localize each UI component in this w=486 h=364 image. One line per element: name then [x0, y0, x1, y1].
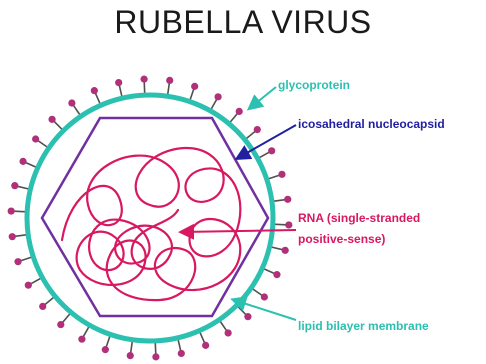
glycoprotein-head [166, 77, 173, 84]
rna-strand [62, 148, 240, 300]
glycoprotein-head [191, 83, 198, 90]
glycoprotein-head [278, 171, 285, 178]
glycoprotein-head [78, 336, 85, 343]
icosahedral-nucleocapsid [42, 118, 268, 316]
lipid-bilayer-membrane [27, 95, 273, 341]
glycoprotein-head [11, 182, 18, 189]
nucleocapsid-label: icosahedral nucleocapsid [298, 117, 445, 131]
glycoprotein-head [285, 221, 292, 228]
glycoprotein-head [236, 108, 243, 115]
glycoprotein-head [8, 207, 15, 214]
glycoprotein-head [32, 135, 39, 142]
membrane-label: lipid bilayer membrane [298, 319, 429, 333]
membrane-pointer [234, 300, 296, 320]
rna-pointer [182, 230, 296, 232]
glycoprotein-pointer [250, 87, 276, 108]
glycoprotein-head [178, 350, 185, 357]
glycoprotein-head [102, 346, 109, 353]
glycoprotein-head [9, 233, 16, 240]
glycoprotein-head [261, 293, 268, 300]
glycoprotein-head [19, 158, 26, 165]
glycoprotein-head [115, 79, 122, 86]
glycoprotein-head [273, 271, 280, 278]
glycoprotein-head [152, 353, 159, 360]
glycoprotein-head [68, 99, 75, 106]
glycoprotein-label: glycoprotein [278, 78, 350, 92]
glycoprotein-head [127, 352, 134, 359]
glycoprotein-head [282, 247, 289, 254]
glycoprotein-head [202, 342, 209, 349]
glycoprotein-head [48, 116, 55, 123]
glycoprotein-head [91, 87, 98, 94]
glycoprotein-head [254, 126, 261, 133]
glycoprotein-head [25, 282, 32, 289]
glycoprotein-head [39, 303, 46, 310]
glycoprotein-head [57, 321, 64, 328]
glycoprotein-head [225, 329, 232, 336]
glycoprotein-head [268, 147, 275, 154]
glycoprotein-head [214, 93, 221, 100]
glycoprotein-head [14, 258, 21, 265]
rna-label-line-1: RNA (single-stranded [298, 211, 420, 225]
glycoprotein-head [141, 76, 148, 83]
glycoprotein-head [284, 196, 291, 203]
glycoprotein-head [244, 313, 251, 320]
rna-label-line-2: positive-sense) [298, 232, 385, 246]
